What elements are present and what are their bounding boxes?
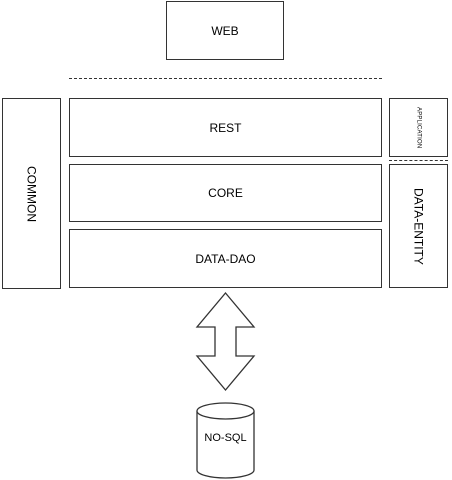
application-separator-line (389, 160, 448, 161)
data-entity-module-label: DATA-ENTITY (411, 187, 426, 265)
core-layer-box: CORE (69, 164, 382, 222)
web-separator-line (69, 78, 382, 79)
application-module-label: APPLICATION (415, 106, 422, 149)
rest-layer-label: REST (209, 120, 242, 135)
database-label: NO-SQL (204, 432, 247, 444)
core-layer-label: CORE (208, 186, 243, 200)
web-layer-label: WEB (211, 23, 239, 38)
common-module-box: COMMON (2, 98, 61, 289)
application-module-box: APPLICATION (389, 98, 448, 157)
rest-layer-box: REST (69, 98, 382, 157)
common-module-label: COMMON (24, 165, 39, 222)
data-dao-layer-label: DATA-DAO (195, 251, 256, 266)
database-cylinder-icon (196, 402, 255, 479)
web-layer-box: WEB (166, 1, 284, 60)
data-dao-layer-box: DATA-DAO (69, 229, 382, 288)
data-entity-module-box: DATA-ENTITY (389, 164, 448, 288)
bidirectional-arrow-icon (195, 291, 256, 392)
